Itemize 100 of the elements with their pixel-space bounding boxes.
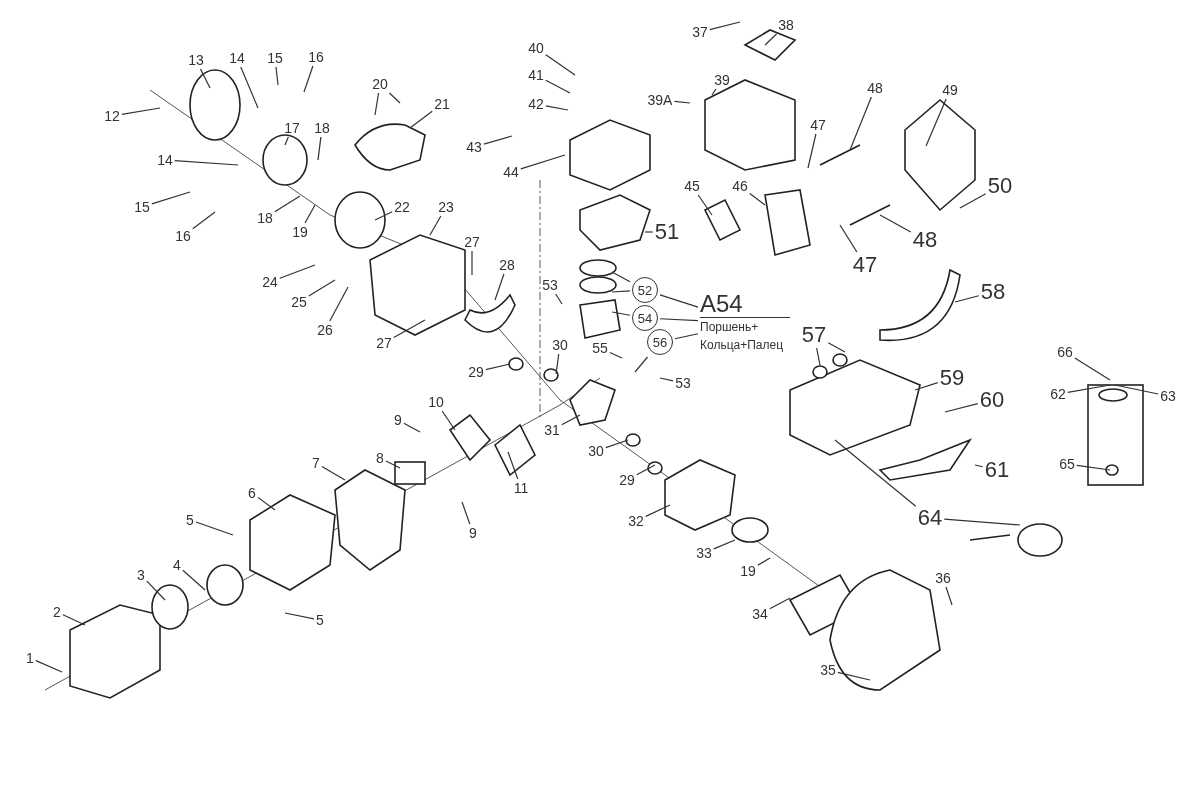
leader-line bbox=[520, 154, 566, 170]
callout-number: 29 bbox=[619, 473, 635, 487]
leader-line bbox=[555, 293, 563, 305]
leader-line bbox=[182, 569, 206, 591]
callout-number: 14 bbox=[157, 153, 173, 167]
leader-line bbox=[374, 92, 380, 116]
callout-number: 53 bbox=[542, 278, 558, 292]
callout-number: 6 bbox=[248, 486, 256, 500]
callout-number: 18 bbox=[314, 121, 330, 135]
callout-number: 59 bbox=[939, 367, 965, 389]
callout-number: 66 bbox=[1057, 345, 1073, 359]
leader-line bbox=[611, 290, 631, 293]
callout-number: 15 bbox=[134, 200, 150, 214]
callout-number: 22 bbox=[394, 200, 410, 214]
leader-line bbox=[279, 264, 316, 279]
callout-number: 50 bbox=[987, 175, 1013, 197]
callout-number: 30 bbox=[588, 444, 604, 458]
leader-line bbox=[35, 660, 63, 673]
circled-callout-number: 52 bbox=[632, 277, 658, 303]
callout-number: 60 bbox=[979, 389, 1005, 411]
leader-line bbox=[471, 250, 473, 276]
leader-line bbox=[275, 66, 279, 86]
callout-number: 11 bbox=[513, 481, 529, 495]
callout-number: 25 bbox=[291, 295, 307, 309]
leader-line bbox=[764, 33, 778, 46]
leader-line bbox=[1067, 384, 1111, 393]
callout-number: 38 bbox=[778, 18, 794, 32]
callout-number: 58 bbox=[980, 281, 1006, 303]
callout-number: 1 bbox=[26, 651, 34, 665]
callout-number: 9 bbox=[469, 526, 477, 540]
callout-number: 10 bbox=[428, 395, 444, 409]
callout-number: 21 bbox=[434, 97, 450, 111]
leader-line bbox=[711, 88, 717, 96]
callout-number: 43 bbox=[466, 140, 482, 154]
leader-line bbox=[329, 286, 349, 322]
callout-number: 37 bbox=[692, 25, 708, 39]
leader-line bbox=[827, 342, 846, 353]
circled-callout-number: 54 bbox=[632, 305, 658, 331]
leader-line bbox=[659, 318, 699, 322]
leader-line bbox=[199, 68, 211, 89]
leader-line bbox=[385, 460, 401, 469]
leader-line bbox=[959, 193, 987, 209]
leader-line bbox=[713, 539, 736, 550]
leader-line bbox=[545, 105, 569, 111]
leader-line bbox=[709, 21, 741, 31]
callout-number: 45 bbox=[684, 179, 700, 193]
callout-number: 31 bbox=[544, 423, 560, 437]
leader-line bbox=[1076, 464, 1111, 471]
leader-line bbox=[257, 496, 276, 511]
callout-number: 34 bbox=[752, 607, 768, 621]
callout-number: 46 bbox=[732, 179, 748, 193]
callout-number: 47 bbox=[852, 254, 878, 276]
callout-number: 39A bbox=[647, 93, 673, 107]
leader-line bbox=[954, 295, 980, 303]
leader-line bbox=[659, 377, 674, 382]
leader-line bbox=[974, 464, 984, 468]
callout-number: 49 bbox=[942, 83, 958, 97]
callout-number: 20 bbox=[372, 77, 388, 91]
callout-number: 40 bbox=[528, 41, 544, 55]
leader-line bbox=[274, 195, 301, 213]
callout-number: 5 bbox=[316, 613, 324, 627]
callout-number: 62 bbox=[1050, 387, 1066, 401]
callout-number: 55 bbox=[592, 341, 608, 355]
leader-line bbox=[303, 65, 314, 93]
leader-line bbox=[816, 347, 821, 366]
callout-number: 51 bbox=[654, 221, 680, 243]
leader-line bbox=[284, 612, 315, 620]
callout-number: 53 bbox=[675, 376, 691, 390]
callout-number: 8 bbox=[376, 451, 384, 465]
leader-line bbox=[645, 504, 671, 517]
callout-number: 26 bbox=[317, 323, 333, 337]
leader-line bbox=[1114, 384, 1159, 395]
leader-line bbox=[62, 614, 86, 626]
leader-line bbox=[634, 356, 649, 373]
callout-number: 29 bbox=[468, 365, 484, 379]
callout-number: 44 bbox=[503, 165, 519, 179]
leader-line bbox=[1074, 357, 1111, 381]
callout-number: 16 bbox=[308, 50, 324, 64]
callout-number: 17 bbox=[284, 121, 300, 135]
callout-number: 35 bbox=[820, 663, 836, 677]
callout-number: 41 bbox=[528, 68, 544, 82]
leader-line bbox=[146, 580, 166, 601]
callout-number: 30 bbox=[552, 338, 568, 352]
leader-line bbox=[409, 110, 433, 129]
callout-number: 27 bbox=[464, 235, 480, 249]
leader-line bbox=[673, 100, 691, 104]
leader-line bbox=[174, 160, 239, 166]
leader-line bbox=[483, 135, 513, 145]
leader-line bbox=[644, 231, 654, 233]
leader-line bbox=[611, 271, 631, 283]
leader-line bbox=[879, 214, 912, 233]
leader-line bbox=[429, 215, 442, 236]
leader-line bbox=[304, 204, 316, 224]
leader-line bbox=[914, 382, 939, 391]
leader-line bbox=[674, 333, 699, 340]
leader-line bbox=[308, 279, 336, 297]
leader-line bbox=[240, 66, 259, 109]
callout-number: 33 bbox=[696, 546, 712, 560]
leader-line bbox=[321, 465, 346, 481]
leader-line bbox=[636, 464, 656, 476]
